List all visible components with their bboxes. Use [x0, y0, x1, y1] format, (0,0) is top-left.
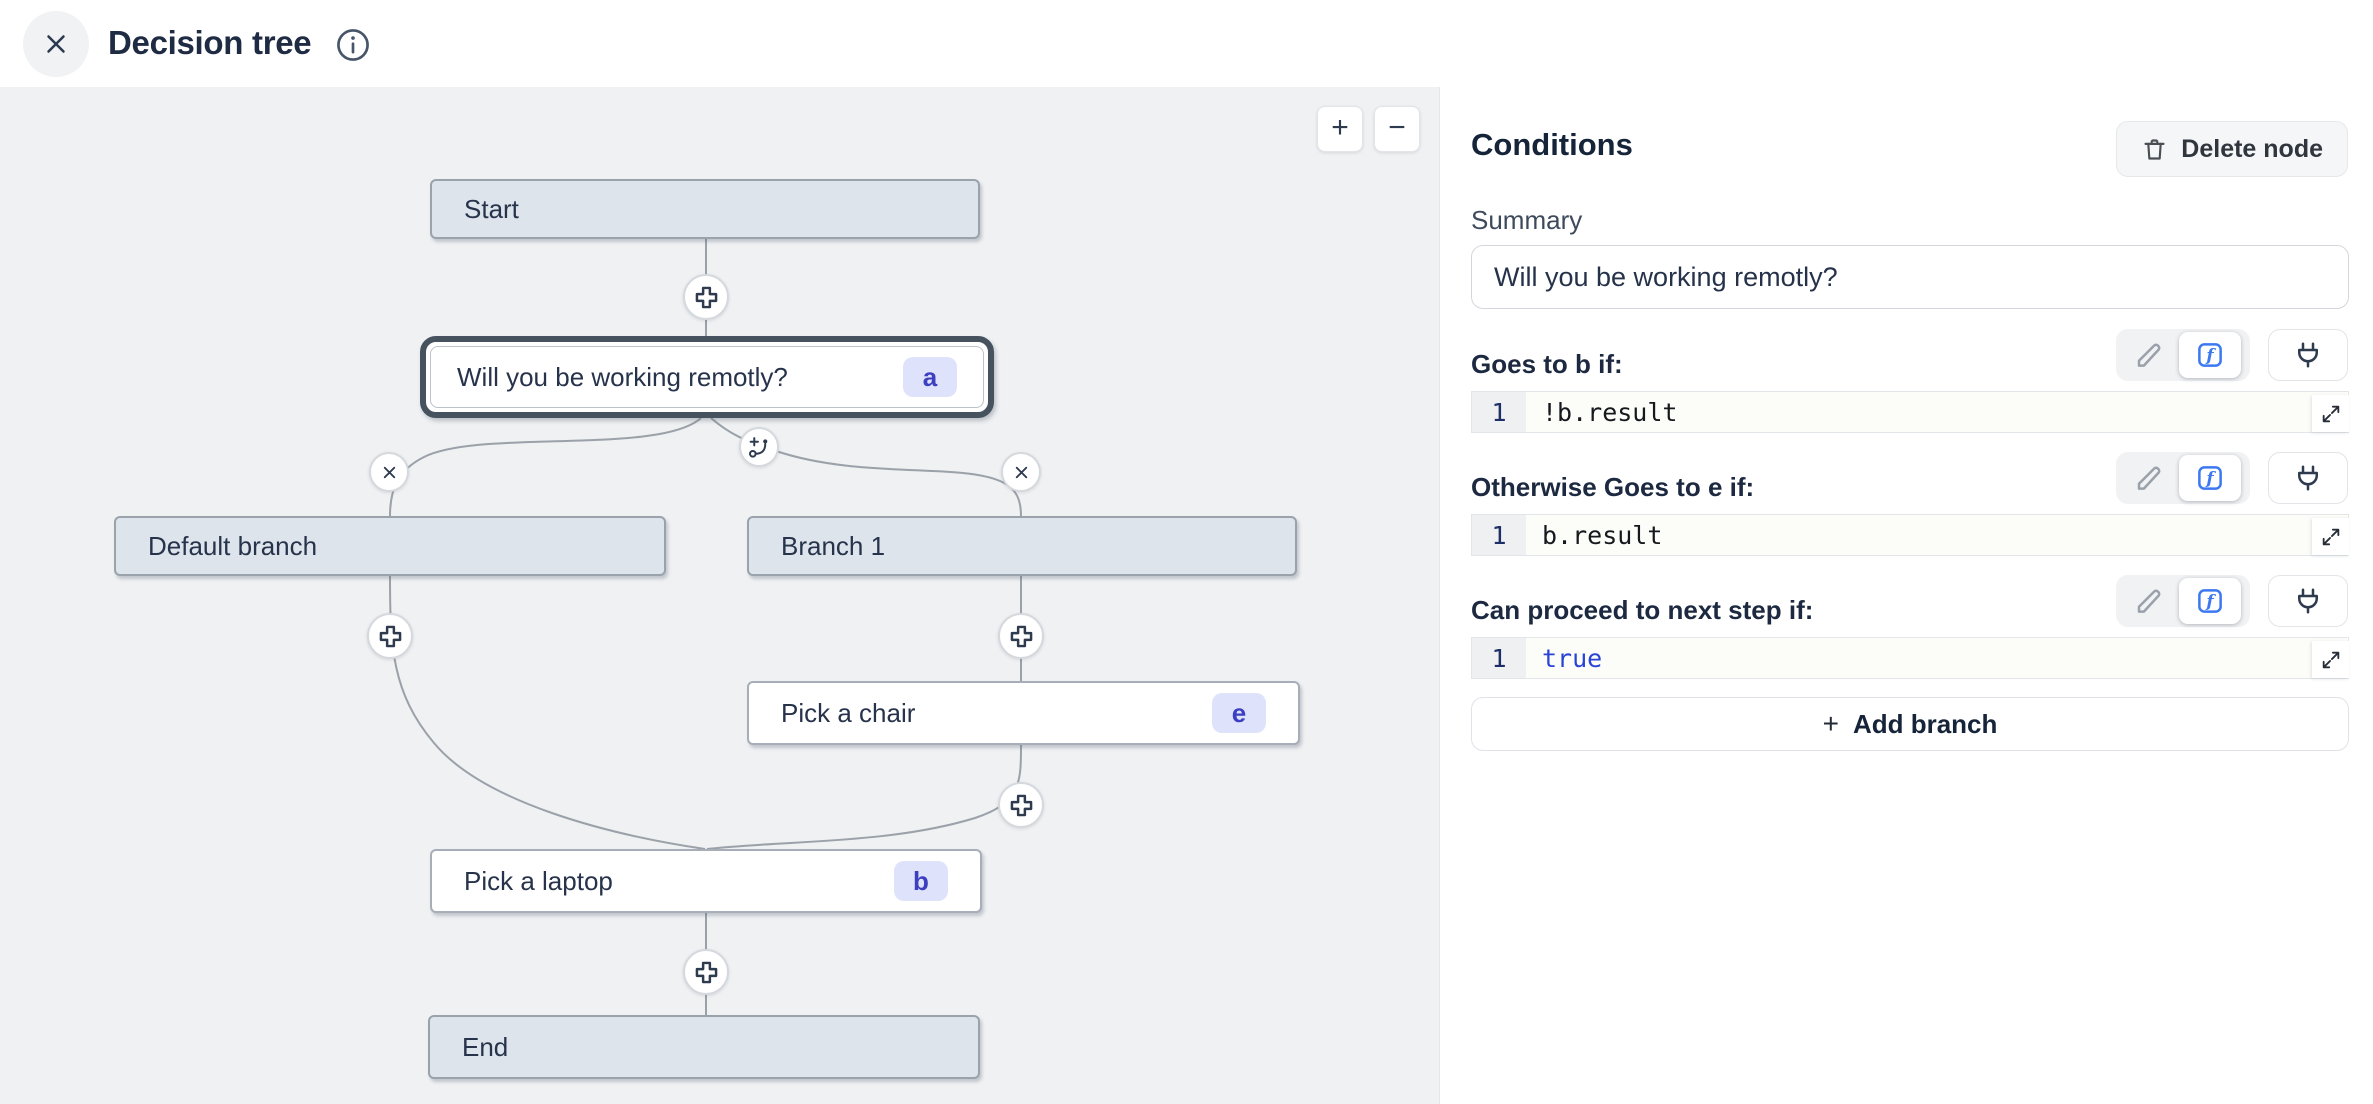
branch-split-icon — [748, 436, 771, 459]
node-branch1[interactable]: Branch 1 — [747, 516, 1297, 576]
zoom-out-button[interactable]: − — [1374, 106, 1420, 152]
add-node-connector-2[interactable] — [367, 613, 413, 659]
pencil-icon — [2134, 586, 2164, 616]
node-default-branch[interactable]: Default branch — [114, 516, 666, 576]
edge-question-default — [389, 417, 702, 517]
condition-label-1: Goes to b if: — [1471, 349, 1623, 379]
info-icon[interactable] — [334, 26, 372, 64]
code-line[interactable]: true — [1542, 643, 1603, 673]
code-line[interactable]: b.result — [1542, 520, 1663, 550]
node-end[interactable]: End — [428, 1015, 980, 1079]
summary-label: Summary — [1471, 205, 1583, 235]
line-number: 1 — [1472, 638, 1526, 678]
code-line[interactable]: !b.result — [1542, 397, 1678, 427]
plug-icon — [2293, 340, 2323, 370]
plus-outline-icon — [1008, 792, 1035, 819]
node-default-branch-label: Default branch — [148, 530, 318, 561]
expand-editor-button-1[interactable] — [2312, 395, 2349, 432]
fx-icon: f — [2195, 586, 2225, 616]
plug-icon — [2293, 463, 2323, 493]
line-number: 1 — [1472, 515, 1526, 555]
summary-input[interactable] — [1471, 245, 2349, 309]
code-editor-2[interactable]: 1 b.result — [1471, 514, 2349, 556]
node-question-label: Will you be working remotly? — [457, 361, 788, 392]
node-question-badge: a — [903, 357, 957, 397]
node-branch1-label: Branch 1 — [781, 530, 886, 561]
edge-default-laptop — [389, 575, 706, 850]
node-pick-a-laptop-badge: b — [894, 861, 948, 901]
condition-label-3: Can proceed to next step if: — [1471, 595, 1814, 625]
node-pick-a-laptop-label: Pick a laptop — [464, 865, 613, 896]
expand-icon — [2320, 649, 2342, 671]
add-node-connector-5[interactable] — [683, 949, 729, 995]
editor-mode-toggle-3: f — [2116, 575, 2250, 627]
trash-icon — [2141, 136, 2168, 163]
plus-outline-icon — [1008, 623, 1035, 650]
edge-chair-laptop — [706, 744, 1022, 850]
connect-data-button-2[interactable] — [2268, 452, 2348, 504]
close-icon — [41, 29, 71, 59]
node-question-inner: Will you be working remotly? a — [430, 346, 984, 408]
flow-edges — [389, 239, 1022, 1015]
svg-text:f: f — [2205, 468, 2216, 488]
svg-text:f: f — [2205, 591, 2216, 611]
add-node-connector-1[interactable] — [683, 274, 729, 320]
text-mode-button-1[interactable] — [2119, 332, 2179, 378]
page-title: Decision tree — [108, 24, 312, 61]
node-start-label: Start — [464, 193, 519, 224]
editor-mode-toggle-1: f — [2116, 329, 2250, 381]
add-node-connector-3[interactable] — [998, 613, 1044, 659]
pencil-icon — [2134, 340, 2164, 370]
fx-icon: f — [2195, 463, 2225, 493]
delete-edge-left-button[interactable] — [369, 452, 409, 492]
plug-icon — [2293, 586, 2323, 616]
node-pick-a-chair-badge: e — [1212, 693, 1266, 733]
expand-icon — [2320, 403, 2342, 425]
fx-mode-button-3[interactable]: f — [2179, 578, 2241, 624]
x-icon — [1012, 463, 1031, 482]
delete-edge-right-button[interactable] — [1001, 452, 1041, 492]
condition-label-2: Otherwise Goes to e if: — [1471, 472, 1755, 502]
add-node-connector-4[interactable] — [998, 782, 1044, 828]
node-end-label: End — [462, 1031, 509, 1062]
node-pick-a-chair[interactable]: Pick a chair e — [747, 681, 1300, 745]
svg-text:f: f — [2205, 345, 2216, 365]
x-icon — [380, 463, 399, 482]
connect-data-button-1[interactable] — [2268, 329, 2348, 381]
expand-editor-button-2[interactable] — [2312, 518, 2349, 555]
plus-outline-icon — [693, 959, 720, 986]
node-question-selected[interactable]: Will you be working remotly? a — [420, 336, 994, 418]
flow-canvas[interactable]: + − Start Will you be working remotly? a… — [0, 87, 1439, 1104]
code-editor-1[interactable]: 1 !b.result — [1471, 391, 2349, 433]
expand-icon — [2320, 526, 2342, 548]
node-pick-a-laptop[interactable]: Pick a laptop b — [430, 849, 982, 913]
line-number: 1 — [1472, 392, 1526, 432]
expand-editor-button-3[interactable] — [2312, 641, 2349, 678]
node-start[interactable]: Start — [430, 179, 980, 239]
fx-mode-button-1[interactable]: f — [2179, 332, 2241, 378]
text-mode-button-2[interactable] — [2119, 455, 2179, 501]
zoom-in-button[interactable]: + — [1317, 106, 1363, 152]
plus-icon: + — [1822, 708, 1839, 739]
add-branch-label: Add branch — [1852, 708, 1998, 739]
fx-mode-button-2[interactable]: f — [2179, 455, 2241, 501]
editor-mode-toggle-2: f — [2116, 452, 2250, 504]
add-branch-connector[interactable] — [739, 427, 779, 467]
add-branch-button[interactable]: + Add branch — [1471, 697, 2349, 751]
text-mode-button-3[interactable] — [2119, 578, 2179, 624]
plus-outline-icon — [377, 623, 404, 650]
panel-title: Conditions — [1471, 127, 1633, 162]
connect-data-button-3[interactable] — [2268, 575, 2348, 627]
fx-icon: f — [2195, 340, 2225, 370]
code-editor-3[interactable]: 1 true — [1471, 637, 2349, 679]
delete-node-button[interactable]: Delete node — [2116, 121, 2348, 177]
header: Decision tree — [0, 0, 2373, 87]
close-button[interactable] — [23, 11, 89, 77]
pencil-icon — [2134, 463, 2164, 493]
conditions-panel: Conditions Delete node Summary — [1439, 87, 2373, 1104]
node-pick-a-chair-label: Pick a chair — [781, 697, 916, 728]
plus-outline-icon — [693, 284, 720, 311]
delete-node-label: Delete node — [2181, 134, 2323, 163]
